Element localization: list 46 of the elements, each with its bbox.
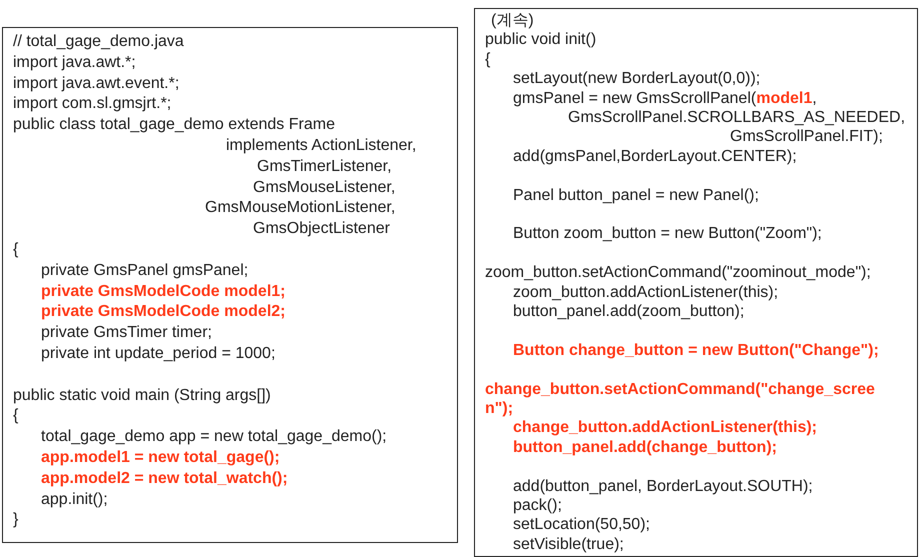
code-line: Button change_button = new Button("Change"); [513, 340, 879, 360]
code-line: button_panel.add(change_button); [513, 438, 777, 457]
code-line: private GmsModelCode model2; [41, 302, 286, 322]
code-line: (계속) [491, 11, 534, 30]
code-line: import java.awt.event.*; [13, 74, 180, 93]
code-line: change_button.setActionCommand("change_screen"); [485, 380, 876, 418]
code-line: total_gage_demo app = new total_gage_demo(); [41, 427, 387, 446]
code-line: { [485, 50, 490, 69]
code-line: { [13, 240, 18, 259]
code-line: private GmsModelCode model1; [41, 282, 286, 301]
code-line: import com.sl.gmsjrt.*; [13, 94, 172, 114]
code-line: GmsScrollPanel.FIT); [730, 127, 883, 146]
code-line: Panel button_panel = new Panel(); [513, 186, 759, 205]
code-line: setLocation(50,50); [513, 515, 650, 534]
code-line: add(button_panel, BorderLayout.SOUTH); [513, 476, 813, 496]
code-line: app.model1 = new total_gage(); [41, 448, 280, 467]
code-line: public class total_gage_demo extends Frame [13, 115, 335, 134]
code-line: setVisible(true); [513, 534, 624, 554]
code-line: private int update_period = 1000; [41, 344, 276, 363]
code-line: pack(); [513, 496, 562, 515]
code-line: { [13, 406, 18, 426]
code-line: button_panel.add(zoom_button); [513, 302, 744, 321]
code-line: gmsPanel = new GmsScrollPanel(model1, [513, 88, 817, 108]
code-line: app.model2 = new total_watch(); [41, 468, 288, 488]
code-line: GmsMouseListener, [253, 178, 396, 197]
code-line: GmsMouseMotionListener, [205, 198, 396, 218]
code-line: private GmsTimer timer; [41, 323, 212, 342]
code-line: app.init(); [41, 490, 108, 509]
code-line: public void init() [485, 30, 596, 50]
code-line: add(gmsPanel,BorderLayout.CENTER); [513, 146, 797, 166]
code-line: change_button.addActionListener(this); [513, 418, 817, 438]
code-panel [2, 27, 458, 543]
code-line: GmsObjectListener [253, 219, 390, 238]
code-line: import java.awt.*; [13, 52, 136, 72]
code-line: zoom_button.addActionListener(this); [513, 282, 778, 302]
code-line: private GmsPanel gmsPanel; [41, 260, 248, 280]
code-line: GmsTimerListener, [257, 156, 392, 176]
code-line: public static void main (String args[]) [13, 386, 271, 405]
code-line: } [13, 510, 18, 530]
code-line: setLayout(new BorderLayout(0,0)); [513, 69, 760, 88]
code-line: Button zoom_button = new Button("Zoom"); [513, 224, 822, 244]
code-line: GmsScrollPanel.SCROLLBARS_AS_NEEDED, [568, 108, 906, 127]
code-line: // total_gage_demo.java [13, 32, 184, 51]
code-panel [474, 8, 918, 557]
code-line: implements ActionListener, [226, 136, 416, 155]
code-line: zoom_button.setActionCommand("zoominout_mode"); [485, 263, 871, 282]
